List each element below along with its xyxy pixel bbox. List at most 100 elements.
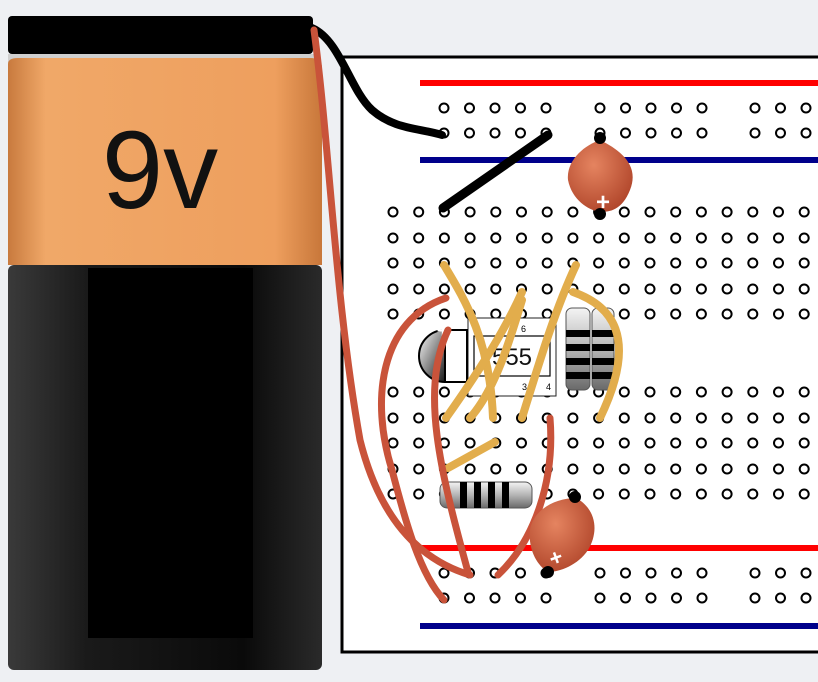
breadboard-hole [620,102,631,114]
breadboard-hole [747,283,759,295]
breadboard-hole [620,127,631,139]
breadboard-hole [645,127,657,139]
breadboard-hole [670,283,682,295]
breadboard-hole [645,102,657,114]
breadboard-hole [464,232,476,244]
red-loop-wire [378,294,450,604]
breadboard-hole [775,567,786,579]
breadboard-hole [413,412,425,424]
red-vertical-wire [494,414,555,579]
breadboard-hole [645,592,657,604]
breadboard-hole [618,437,630,449]
breadboard-hole [489,102,501,114]
breadboard-hole [541,283,553,295]
breadboard-hole [618,232,630,244]
breadboard-hole [798,206,810,218]
breadboard-hole [747,308,759,320]
breadboard-hole [798,488,810,500]
yellow-jumper-wires [440,261,623,472]
breadboard-hole [721,412,733,424]
breadboard-hole [541,232,553,244]
breadboard-hole [540,592,552,604]
breadboard-hole [773,283,784,295]
breadboard-hole [567,232,579,244]
breadboard-hole [644,232,656,244]
breadboard-hole [618,386,630,398]
breadboard-hole [438,386,450,398]
breadboard-hole [644,412,656,424]
breadboard-hole [567,437,579,449]
breadboard-hole [489,592,501,604]
ic-pin-label-6: 6 [521,324,526,334]
breadboard-hole [413,232,425,244]
breadboard-hole [747,206,759,218]
breadboard-hole [671,102,682,114]
breadboard-hole [593,283,605,295]
breadboard-hole [695,232,707,244]
breadboard-hole [773,206,784,218]
yellow-jumper-3 [466,296,526,422]
breadboard-hole [490,308,502,320]
breadboard-hole [670,386,682,398]
breadboard-hole [670,412,682,424]
breadboard-hole [773,232,784,244]
breadboard-hole [567,206,579,218]
nine-volt-battery: 9v [8,16,322,670]
breadboard-hole [620,592,631,604]
breadboard-hole [464,127,475,139]
breadboard-hole [618,308,630,320]
breadboard-hole [775,102,786,114]
breadboard-hole [747,232,759,244]
breadboard-hole [798,283,810,295]
breadboard-hole [775,592,786,604]
breadboard-hole [798,412,810,424]
breadboard-hole [800,592,812,604]
breadboard-hole [773,463,784,475]
breadboard-hole [438,567,450,579]
breadboard-hole [749,127,761,139]
breadboard-hole [438,232,450,244]
breadboard-holes [387,102,812,604]
breadboard-hole [800,127,812,139]
breadboard-hole [749,592,761,604]
breadboard-hole [721,206,733,218]
breadboard-hole [620,567,631,579]
breadboard-hole [696,592,708,604]
breadboard-hole [413,257,425,269]
breadboard-hole [747,463,759,475]
breadboard-hole [773,257,784,269]
breadboard-hole [721,257,733,269]
breadboard-hole [721,232,733,244]
breadboard-hole [593,257,605,269]
breadboard-hole [644,488,656,500]
breadboard-hole [721,463,733,475]
breadboard-hole [721,283,733,295]
breadboard-hole [593,437,605,449]
breadboard-hole [695,412,707,424]
breadboard-hole [670,437,682,449]
breadboard-hole [773,412,784,424]
breadboard-hole [567,463,579,475]
breadboard-hole [464,437,476,449]
breadboard-hole [775,127,786,139]
breadboard-hole [540,102,552,114]
breadboard-hole [671,592,682,604]
breadboard-hole [413,386,425,398]
battery-orange-label [8,58,322,265]
breadboard-hole [387,386,399,398]
breadboard-hole [644,386,656,398]
breadboard-hole [695,463,707,475]
breadboard-hole [798,386,810,398]
breadboard-hole [618,412,630,424]
bottom-capacitor: + [529,491,595,578]
yellow-jumper-6 [444,438,499,472]
battery-voltage-label: 9v [102,109,218,232]
breadboard-hole [515,592,526,604]
breadboard-hole [594,567,606,579]
breadboard-hole [721,488,733,500]
breadboard-hole [695,206,707,218]
breadboard-hole [773,386,784,398]
breadboard-hole [489,127,501,139]
breadboard-hole [747,257,759,269]
